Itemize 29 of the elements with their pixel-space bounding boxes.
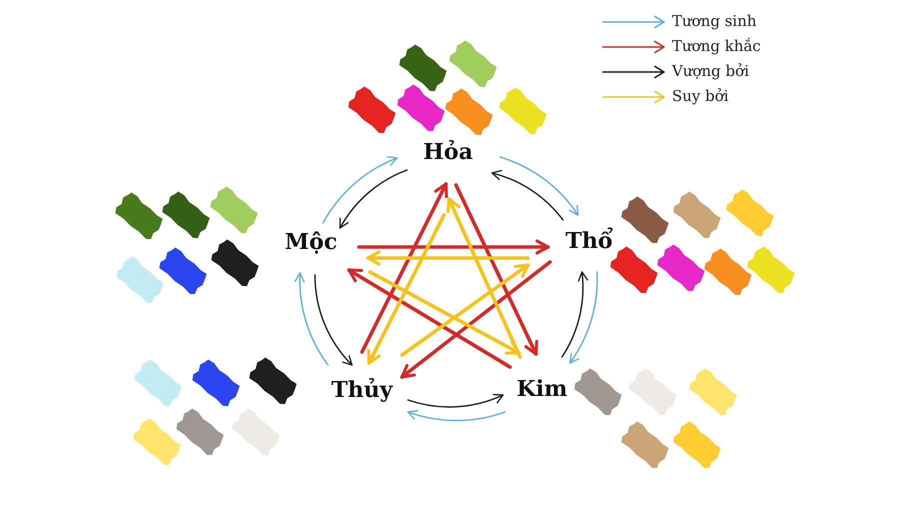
curved-arrow [499,156,579,216]
curved-arrow [569,271,598,364]
element-label: Thổ [559,226,619,258]
legend-label: Tương khắc [672,39,761,54]
curved-arrow [407,393,504,408]
arrow [367,213,446,365]
arrow [400,260,552,379]
arrow [368,270,521,355]
curved-arrow [294,272,329,366]
element-label: Kim [510,374,574,406]
curved-arrow [322,156,398,224]
arrow [347,268,512,369]
curved-arrow [561,271,588,358]
arrow [366,250,530,266]
arrow [400,263,530,357]
curved-arrow [491,170,564,221]
element-label: Hỏa [417,137,479,169]
legend-label: Tương sinh [672,14,757,29]
arrow [454,183,538,356]
element-label: Mộc [278,227,344,259]
arrow [446,197,522,359]
legend-label: Suy bởi [672,89,729,104]
legend-label: Vượng bởi [672,64,749,79]
curved-arrow [314,274,353,366]
curved-arrow [339,169,408,229]
arrow [357,240,550,254]
arrow [360,182,448,354]
element-label: Thủy [325,375,399,407]
curved-arrow [407,409,506,422]
